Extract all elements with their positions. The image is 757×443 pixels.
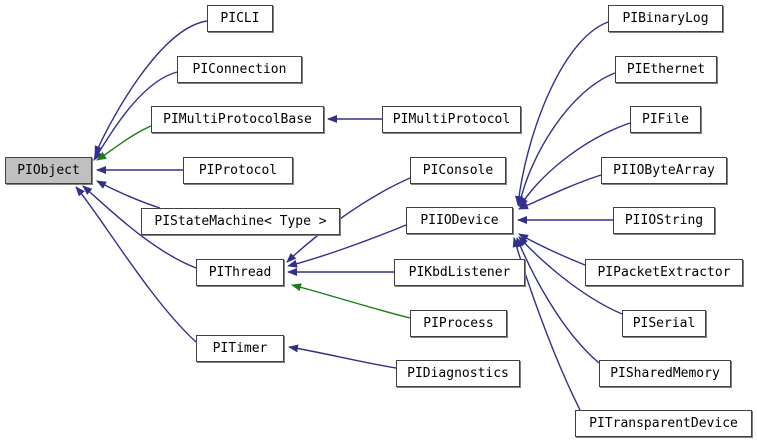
class-node-label: PIProtocol — [198, 163, 278, 178]
class-node-pithread[interactable]: PIThread — [196, 259, 284, 286]
class-node-piconsole[interactable]: PIConsole — [410, 157, 506, 184]
class-node-pisharedmemory[interactable]: PISharedMemory — [599, 360, 731, 387]
edge-piiobytearray-to-piiodevice — [518, 174, 602, 210]
edge-pifile-to-piiodevice — [519, 122, 631, 208]
class-node-piprocess[interactable]: PIProcess — [410, 310, 507, 337]
edge-pithread-to-piobject — [82, 185, 197, 269]
edge-picli-to-piobject — [94, 20, 208, 156]
edges-group — [75, 20, 631, 411]
edge-pitransparentdevice-to-piiodevice — [512, 237, 581, 411]
class-node-label: PIDiagnostics — [407, 366, 509, 381]
class-node-label: PIIODevice — [420, 213, 499, 228]
class-node-label: PIEthernet — [626, 62, 706, 77]
edge-pibinarylog-to-piiodevice — [514, 21, 609, 206]
class-node-label: PISerial — [632, 316, 696, 331]
class-node-piobject[interactable]: PIObject — [5, 157, 92, 184]
class-node-pikbdlistener[interactable]: PIKbdListener — [394, 259, 525, 286]
class-node-picli[interactable]: PICLI — [207, 5, 273, 32]
class-node-piiodevice[interactable]: PIIODevice — [406, 207, 513, 234]
class-node-label: PIConnection — [192, 62, 287, 77]
class-node-pitransparentdevice[interactable]: PITransparentDevice — [575, 410, 752, 437]
class-node-piprotocol[interactable]: PIProtocol — [183, 157, 293, 184]
class-node-label: PIObject — [17, 163, 80, 178]
edge-pistatemachine-to-piobject — [96, 180, 161, 209]
class-node-label: PIConsole — [422, 163, 494, 178]
edge-pidiagnostics-to-pitimer — [288, 344, 397, 369]
class-node-pimultiprotocolbase[interactable]: PIMultiProtocolBase — [151, 106, 324, 133]
class-node-label: PIFile — [642, 112, 689, 127]
class-node-label: PIMultiProtocol — [392, 112, 511, 127]
class-node-label: PIKbdListener — [408, 265, 511, 280]
class-node-pifile[interactable]: PIFile — [630, 106, 701, 133]
class-node-pitimer[interactable]: PITimer — [196, 335, 284, 362]
class-node-label: PIMultiProtocolBase — [163, 112, 312, 127]
class-node-pistatemachine[interactable]: PIStateMachine< Type > — [141, 208, 340, 235]
edge-pisharedmemory-to-piiodevice — [516, 237, 600, 364]
edge-piconnection-to-piobject — [93, 71, 178, 161]
class-node-label: PISharedMemory — [610, 366, 720, 381]
class-node-pipacketextractor[interactable]: PIPacketExtractor — [585, 259, 743, 286]
class-node-label: PITransparentDevice — [589, 416, 738, 431]
edge-piethernet-to-piiodevice — [516, 72, 616, 207]
class-node-piiobytearray[interactable]: PIIOByteArray — [601, 157, 727, 184]
class-node-piethernet[interactable]: PIEthernet — [615, 56, 717, 83]
class-node-pimultiprotocol[interactable]: PIMultiProtocol — [382, 106, 521, 133]
edge-pitimer-to-piobject — [75, 186, 197, 343]
class-node-piconnection[interactable]: PIConnection — [177, 56, 302, 83]
edge-pimultiprotocolbase-to-piobject — [96, 125, 152, 161]
class-node-piserial[interactable]: PISerial — [622, 310, 706, 337]
class-node-label: PIProcess — [423, 316, 494, 331]
class-node-label: PIIOString — [624, 213, 704, 228]
edge-piiodevice-to-pithread — [287, 224, 407, 268]
class-node-label: PIThread — [208, 265, 272, 280]
class-node-label: PICLI — [220, 11, 260, 26]
class-node-piiostring[interactable]: PIIOString — [613, 207, 715, 234]
class-node-label: PIIOByteArray — [613, 163, 715, 178]
class-node-label: PITimer — [212, 341, 268, 356]
class-node-label: PIStateMachine< Type > — [154, 214, 327, 229]
edge-pipacketextractor-to-piiodevice — [518, 233, 586, 266]
class-node-label: PIPacketExtractor — [597, 265, 731, 280]
class-node-pibinarylog[interactable]: PIBinaryLog — [608, 5, 723, 32]
edge-piserial-to-piiodevice — [518, 236, 623, 315]
edge-piprocess-to-pithread — [291, 283, 411, 319]
class-node-pidiagnostics[interactable]: PIDiagnostics — [396, 360, 520, 387]
class-node-label: PIBinaryLog — [622, 11, 709, 26]
